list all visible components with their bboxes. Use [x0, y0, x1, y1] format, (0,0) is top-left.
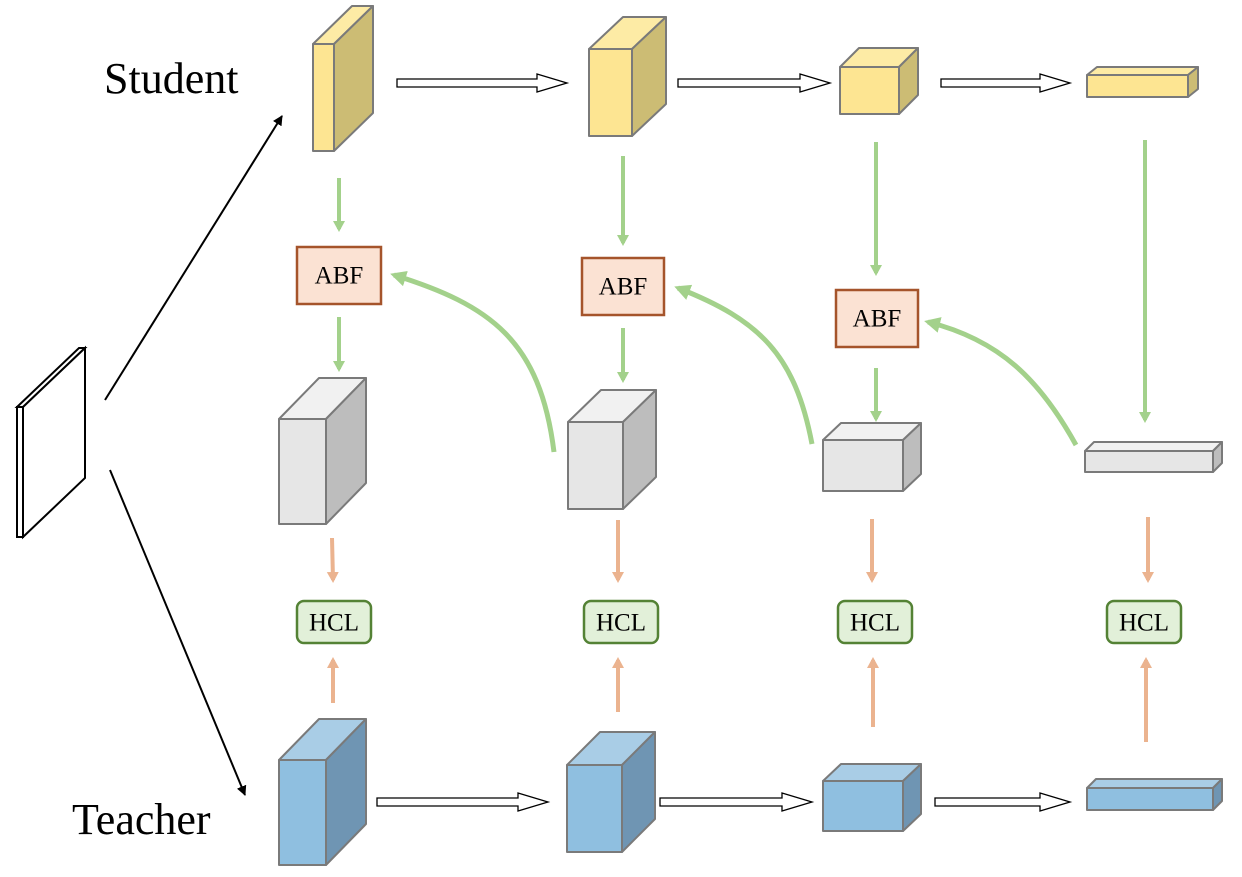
feedback-arrow: [390, 270, 557, 453]
teacher-block: [278, 718, 367, 866]
fused-block: [1084, 441, 1223, 473]
abf-label: ABF: [853, 306, 902, 333]
student-blocks: [312, 5, 1199, 152]
top-face: [1086, 66, 1199, 76]
abf-to-fused-arrows: [333, 317, 882, 422]
abf-box: ABF: [295, 245, 383, 306]
teacher-stage-arrow: [376, 792, 551, 812]
hcl-box: HCL: [295, 599, 373, 645]
teacher-to-hcl-arrows: [327, 657, 1152, 742]
student-block: [839, 47, 919, 115]
fused-to-hcl-arrows: [326, 517, 1154, 583]
teacher-stage-arrow: [934, 792, 1073, 812]
student-stage-arrow: [940, 73, 1073, 93]
teacher-stage-arrows: [376, 792, 1073, 812]
abf-box: ABF: [834, 288, 920, 349]
student-stage-arrow: [396, 73, 570, 93]
front-face: [312, 43, 335, 152]
hcl-label: HCL: [596, 610, 646, 637]
hcl-box: HCL: [836, 599, 914, 645]
top-face: [1084, 441, 1223, 452]
front-face: [822, 439, 904, 492]
hcl-label: HCL: [850, 610, 900, 637]
orange-arrow: [326, 537, 339, 583]
teacher-block: [822, 763, 922, 832]
input-image: [14, 345, 88, 540]
top-face: [1086, 778, 1223, 789]
abf-label: ABF: [599, 274, 648, 301]
front-face: [566, 764, 623, 853]
front-face: [567, 421, 624, 510]
front-face: [839, 66, 900, 115]
student-to-abf-arrows: [333, 140, 1151, 423]
student-block: [1086, 66, 1199, 98]
feedback-arrow: [674, 284, 815, 445]
fused-block: [278, 377, 367, 525]
front-face: [278, 759, 327, 866]
front-face: [588, 48, 633, 137]
student-block: [588, 16, 667, 137]
front-face: [822, 780, 904, 832]
front-face: [1084, 450, 1214, 473]
fused-block: [567, 389, 657, 510]
teacher-block: [1086, 778, 1223, 811]
hcl-label: HCL: [1119, 610, 1169, 637]
abf-box: ABF: [580, 256, 666, 317]
teacher-stage-arrow: [659, 792, 815, 812]
feedback-arrow: [924, 317, 1079, 447]
student-label: Student: [104, 54, 238, 103]
front-face: [278, 418, 327, 525]
teacher-block: [566, 731, 656, 853]
hcl-box: HCL: [582, 599, 660, 645]
student-stage-arrows: [396, 73, 1073, 93]
teacher-label: Teacher: [72, 795, 211, 844]
student-block: [312, 5, 374, 152]
teacher-blocks: [278, 718, 1223, 866]
abf-label: ABF: [315, 263, 364, 290]
hcl-label: HCL: [309, 610, 359, 637]
fused-block: [822, 422, 922, 492]
student-stage-arrow: [677, 73, 833, 93]
front-face: [1086, 787, 1214, 811]
feedback-arrows: [390, 270, 1079, 453]
front-face: [1086, 74, 1189, 98]
hcl-box: HCL: [1105, 599, 1183, 645]
to-student-arrow: [104, 115, 283, 401]
fused-blocks: [278, 377, 1223, 525]
to-teacher-arrow: [109, 469, 247, 796]
